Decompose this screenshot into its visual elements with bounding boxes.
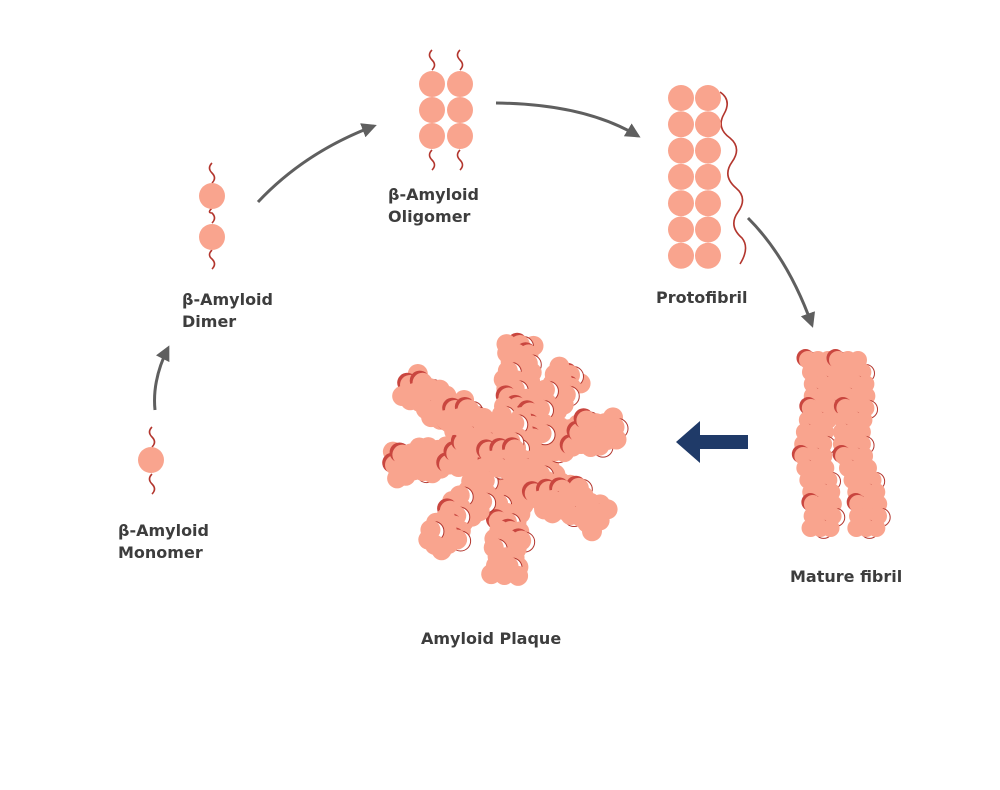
- protofibril-label-text: Protofibril: [656, 288, 748, 307]
- protofibril-bead-0-2: [668, 137, 694, 164]
- monomer-strand-top: [148, 426, 156, 448]
- arrow-oligomer-to-protofibril: [495, 101, 641, 138]
- mature-fibril-label: Mature fibril: [790, 566, 902, 588]
- dimer-label-line2: Dimer: [182, 312, 237, 331]
- protofibril-bead-1-2: [695, 137, 721, 164]
- mature-fibril-illustration: [791, 349, 891, 539]
- protofibril-bead-0-1: [668, 111, 694, 138]
- arrow-protofibril-to-mature-fibril: [746, 216, 816, 328]
- plaque-cluster-b-bead-26-2: [481, 564, 502, 585]
- protofibril-bead-1-6: [695, 242, 721, 269]
- monomer-label: β-Amyloid Monomer: [118, 520, 209, 564]
- oligomer-label-line2: Oligomer: [388, 207, 471, 226]
- protofibril-strand: [719, 91, 747, 265]
- oligomer-bead-0-0: [419, 71, 445, 97]
- protofibril-illustration: [668, 85, 747, 269]
- plaque-cluster-c-bead-25-2: [606, 429, 627, 450]
- arrow-dimer-to-oligomer: [256, 123, 377, 204]
- protofibril-bead-0-3: [668, 163, 694, 190]
- protofibril-bead-0-4: [668, 190, 694, 217]
- dimer-bead-bottom: [199, 224, 225, 250]
- monomer-bead: [138, 447, 164, 473]
- oligomer-strand-bottom-left: [428, 149, 436, 171]
- plaque-cluster-e-bead-16-2: [542, 503, 563, 524]
- dimer-illustration: [199, 162, 225, 270]
- oligomer-strand-bottom-right: [456, 149, 464, 171]
- protofibril-bead-1-0: [695, 85, 721, 111]
- monomer-label-line2: Monomer: [118, 543, 203, 562]
- monomer-label-line1: β-Amyloid: [118, 521, 209, 540]
- plaque-cluster-a-bead-26-2: [581, 521, 602, 542]
- oligomer-strand-top-left: [428, 49, 436, 71]
- protofibril-label: Protofibril: [656, 287, 747, 309]
- block-arrow-left-icon: [676, 421, 748, 463]
- protofibril-bead-0-0: [668, 85, 694, 111]
- mature-fibril-label-text: Mature fibril: [790, 567, 903, 586]
- monomer-illustration: [138, 426, 164, 495]
- protofibril-bead-0-6: [668, 242, 694, 269]
- protofibril-bead-1-4: [695, 190, 721, 217]
- dimer-strand-middle: [208, 207, 216, 224]
- amyloid-plaque-illustration: [382, 332, 629, 586]
- dimer-bead-top: [199, 183, 225, 209]
- protofibril-bead-1-1: [695, 111, 721, 138]
- oligomer-bead-0-2: [419, 123, 445, 149]
- dimer-label-line1: β-Amyloid: [182, 290, 273, 309]
- protofibril-bead-0-5: [668, 216, 694, 243]
- arrow-monomer-to-dimer: [153, 345, 170, 411]
- plaque-cluster-d-bead-24-2: [418, 529, 439, 550]
- oligomer-bead-0-1: [419, 97, 445, 123]
- oligomer-bead-1-0: [447, 71, 473, 97]
- mature-fibril-left-bead-14-2: [821, 519, 840, 537]
- oligomer-bead-1-2: [447, 123, 473, 149]
- oligomer-label: β-Amyloid Oligomer: [388, 184, 479, 228]
- oligomer-bead-1-1: [447, 97, 473, 123]
- dimer-strand-bottom: [208, 249, 216, 270]
- mature-fibril-right-bead-14-2: [867, 519, 886, 537]
- plaque-label-text: Amyloid Plaque: [421, 629, 562, 648]
- protofibril-bead-1-3: [695, 163, 721, 190]
- oligomer-strand-top-right: [456, 49, 464, 71]
- plaque-label: Amyloid Plaque: [421, 628, 561, 650]
- dimer-strand-top: [208, 162, 216, 184]
- dimer-label: β-Amyloid Dimer: [182, 289, 273, 333]
- protofibril-bead-1-5: [695, 216, 721, 243]
- oligomer-illustration: [419, 49, 473, 171]
- monomer-strand-bottom: [148, 473, 156, 495]
- oligomer-label-line1: β-Amyloid: [388, 185, 479, 204]
